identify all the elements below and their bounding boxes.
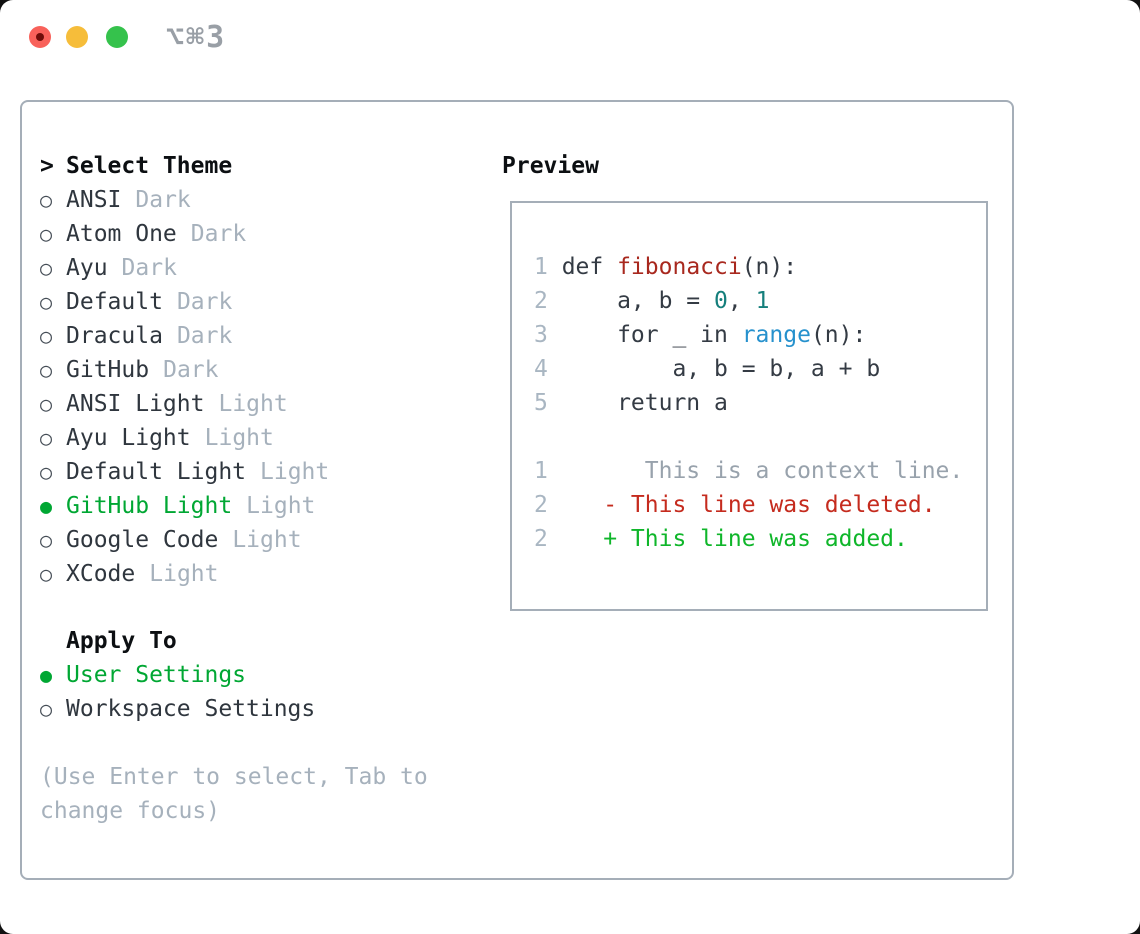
line-number: 2 xyxy=(534,526,548,552)
help-text: (Use Enter to select, Tab to change focu… xyxy=(40,760,428,828)
radio-selected-icon: ● xyxy=(40,663,53,687)
radio-unselected-icon: ○ xyxy=(40,188,53,212)
code-line: 5 return a xyxy=(534,386,986,420)
radio-selected-icon: ● xyxy=(40,494,53,518)
help-line: (Use Enter to select, Tab to xyxy=(40,764,428,790)
radio-unselected-icon: ○ xyxy=(40,528,53,552)
theme-name: GitHub Light xyxy=(66,493,233,519)
radio-unselected-icon: ○ xyxy=(40,222,53,246)
theme-variant: Dark xyxy=(176,289,233,315)
cursor-icon: > xyxy=(40,153,54,179)
diff-line-added: 2 + This line was added. xyxy=(534,522,986,556)
theme-name: Default xyxy=(66,289,163,315)
diff-line-deleted: 2 - This line was deleted. xyxy=(534,488,986,522)
theme-variant: Light xyxy=(149,561,219,587)
theme-name: Ayu xyxy=(66,255,108,281)
theme-option-ansi-dark[interactable]: ○ ANSI Dark xyxy=(40,183,428,217)
window-title-shortcut: ⌥⌘3 xyxy=(166,20,227,55)
theme-option-default-light[interactable]: ○ Default Light Light xyxy=(40,455,428,489)
theme-option-github-dark[interactable]: ○ GitHub Dark xyxy=(40,353,428,387)
apply-option-label: User Settings xyxy=(66,662,247,688)
diff-line-context: 1 This is a context line. xyxy=(534,454,986,488)
window-titlebar: ⌥⌘3 xyxy=(0,0,1140,74)
line-number: 3 xyxy=(534,322,548,348)
theme-name: Ayu Light xyxy=(66,425,191,451)
theme-variant: Dark xyxy=(121,255,177,281)
theme-variant: Dark xyxy=(163,357,219,383)
theme-option-ayu-dark[interactable]: ○ Ayu Dark xyxy=(40,251,428,285)
theme-name: Atom One xyxy=(66,221,177,247)
help-line: change focus) xyxy=(40,798,221,824)
section-gap xyxy=(40,726,428,760)
apply-to-header: Apply To xyxy=(40,624,428,658)
theme-name: GitHub xyxy=(66,357,150,383)
line-number: 1 xyxy=(534,458,548,484)
theme-selector-panel: > Select Theme ○ ANSI Dark ○ Atom One Da… xyxy=(20,100,1014,880)
line-number: 1 xyxy=(534,254,548,280)
theme-variant: Light xyxy=(204,425,274,451)
close-button-dot-icon xyxy=(36,33,44,41)
line-number: 2 xyxy=(534,492,548,518)
section-gap xyxy=(40,591,428,624)
apply-option-user-settings[interactable]: ● User Settings xyxy=(40,658,428,692)
close-button[interactable] xyxy=(29,26,51,48)
radio-unselected-icon: ○ xyxy=(40,256,53,280)
select-theme-header: > Select Theme xyxy=(40,149,428,183)
theme-variant: Light xyxy=(246,493,316,519)
theme-variant: Light xyxy=(260,459,330,485)
minimize-button[interactable] xyxy=(66,26,88,48)
theme-option-ansi-light[interactable]: ○ ANSI Light Light xyxy=(40,387,428,421)
theme-variant: Light xyxy=(218,391,288,417)
radio-unselected-icon: ○ xyxy=(40,392,53,416)
theme-variant: Dark xyxy=(176,323,233,349)
theme-option-default-dark[interactable]: ○ Default Dark xyxy=(40,285,428,319)
theme-name: XCode xyxy=(66,561,136,587)
radio-unselected-icon: ○ xyxy=(40,426,53,450)
theme-option-github-light[interactable]: ● GitHub Light Light xyxy=(40,489,428,523)
radio-unselected-icon: ○ xyxy=(40,697,53,721)
line-number: 2 xyxy=(534,288,548,314)
theme-option-google-code-light[interactable]: ○ Google Code Light xyxy=(40,523,428,557)
zoom-button[interactable] xyxy=(106,26,128,48)
radio-unselected-icon: ○ xyxy=(40,358,53,382)
apply-to-title: Apply To xyxy=(66,628,177,654)
builtin-function: range xyxy=(741,322,811,348)
theme-variant: Dark xyxy=(190,221,247,247)
number-literal: 0 xyxy=(714,288,728,314)
line-number: 4 xyxy=(534,356,548,382)
theme-name: ANSI Light xyxy=(66,391,205,417)
theme-option-dracula-dark[interactable]: ○ Dracula Dark xyxy=(40,319,428,353)
theme-name: Dracula xyxy=(66,323,163,349)
blank-line xyxy=(534,420,986,454)
theme-variant: Light xyxy=(232,527,302,553)
theme-name: Google Code xyxy=(66,527,219,553)
number-literal: 1 xyxy=(755,288,770,314)
code-line: 4 a, b = b, a + b xyxy=(534,352,986,386)
select-theme-title: Select Theme xyxy=(66,153,233,179)
preview-title: Preview xyxy=(502,153,599,179)
theme-option-xcode-light[interactable]: ○ XCode Light xyxy=(40,557,428,591)
theme-option-ayu-light[interactable]: ○ Ayu Light Light xyxy=(40,421,428,455)
theme-option-atom-one-dark[interactable]: ○ Atom One Dark xyxy=(40,217,428,251)
line-number: 5 xyxy=(534,390,548,416)
radio-unselected-icon: ○ xyxy=(40,562,53,586)
theme-name: ANSI xyxy=(66,187,122,213)
theme-variant: Dark xyxy=(135,187,191,213)
apply-option-workspace-settings[interactable]: ○ Workspace Settings xyxy=(40,692,428,726)
radio-unselected-icon: ○ xyxy=(40,460,53,484)
theme-name: Default Light xyxy=(66,459,247,485)
radio-unselected-icon: ○ xyxy=(40,324,53,348)
code-line: 3 for _ in range(n): xyxy=(534,318,986,352)
theme-list-column: > Select Theme ○ ANSI Dark ○ Atom One Da… xyxy=(40,149,428,828)
radio-unselected-icon: ○ xyxy=(40,290,53,314)
function-name: fibonacci xyxy=(617,254,742,280)
apply-option-label: Workspace Settings xyxy=(66,696,316,722)
code-line: 2 a, b = 0, 1 xyxy=(534,284,986,318)
